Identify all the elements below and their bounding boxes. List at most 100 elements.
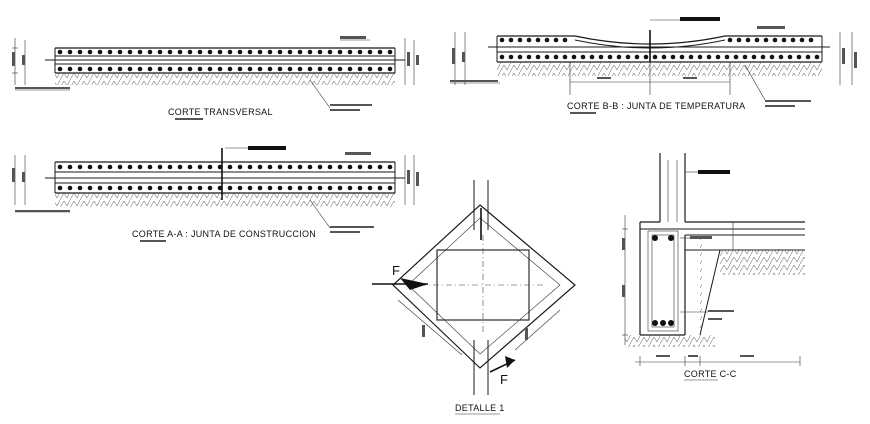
rebar-dot [157,185,163,191]
rebar-dot [347,49,353,55]
rebar-dot [277,164,283,170]
rebar-dot [544,54,550,60]
rebar-dot [147,49,153,55]
rebar-dot [197,185,203,191]
rebar-dot [247,185,253,191]
rebar-dot [87,164,93,170]
rebar-dot [508,37,514,43]
rebar-dot [679,54,685,60]
rebar-dot [781,37,787,43]
rebar-dot [107,66,113,72]
rebar-dot [616,54,622,60]
rebar-dot [227,185,233,191]
rebar-dot [107,164,113,170]
rebar-dot [387,49,393,55]
section-corte-transversal: CORTE TRANSVERSAL [12,36,419,120]
rebar-dot [808,37,814,43]
rebar-dot [317,66,323,72]
rebar-row-top [57,164,393,170]
rebar-dot [157,66,163,72]
rebar-dot [814,54,820,60]
rebar-dot [77,49,83,55]
rebar-dot [327,185,333,191]
rebar-dot [77,185,83,191]
rebar-dot [553,37,559,43]
rebar-dot [307,66,313,72]
rebar-dot [267,49,273,55]
rebar-dot [177,185,183,191]
rebar-dot [727,37,733,43]
rebar-dot [327,66,333,72]
rebar-dot [347,185,353,191]
rebar-dot [127,66,133,72]
rebar-dot [277,185,283,191]
rebar-dot [67,49,73,55]
rebar-dot [147,164,153,170]
rebar-dot [787,54,793,60]
rebar-dot [772,37,778,43]
rebar-dot [367,49,373,55]
rebar-dot [217,185,223,191]
rebar-dot [589,54,595,60]
rebar-dot [367,164,373,170]
rebar-dot [297,66,303,72]
section-corte-aa: CORTE A-A : JUNTA DE CONSTRUCCION [12,146,419,242]
rebar-dot [287,66,293,72]
rebar-dot [317,164,323,170]
rebar-dot [87,49,93,55]
rebar-dot [127,49,133,55]
section-corte-cc: CORTE C-C [622,153,805,381]
rebar-dot [247,49,253,55]
rebar-dot [799,37,805,43]
rebar-dot [127,164,133,170]
rebar-dot [517,37,523,43]
rebar-row-bottom [57,185,393,191]
rebar-dot [187,185,193,191]
rebar-dot [137,66,143,72]
rebar-dot [763,37,769,43]
rebar-dot [167,185,173,191]
label-corte-cc: CORTE C-C [684,369,737,379]
rebar-dot [733,54,739,60]
rebar-dot [107,185,113,191]
rebar-dot [267,66,273,72]
rebar-dot [661,54,667,60]
rebar-dot [117,49,123,55]
rebar-dot [357,164,363,170]
rebar-dot [237,66,243,72]
rebar-dot [760,54,766,60]
rebar-dot [187,66,193,72]
rebar-dot [508,54,514,60]
rebar-dot [754,37,760,43]
rebar-dot [571,54,577,60]
rebar-dot [769,54,775,60]
rebar-dot [217,49,223,55]
rebar-dot [367,185,373,191]
rebar-dot [247,164,253,170]
rebar-dot [742,54,748,60]
rebar-dot [347,164,353,170]
rebar-dot [517,54,523,60]
rebar-dot [207,66,213,72]
rebar-dot [652,54,658,60]
rebar-dot [625,54,631,60]
rebar-dot [337,66,343,72]
rebar-dot [147,185,153,191]
rebar-dot [177,49,183,55]
rebar-dot [177,66,183,72]
rebar-dot [634,54,640,60]
rebar-dot [337,49,343,55]
rebar-dot [796,54,802,60]
rebar-dot [670,54,676,60]
rebar-dot [67,164,73,170]
rebar-dot [187,164,193,170]
rebar-dot [217,164,223,170]
rebar-dot [387,66,393,72]
rebar-dot [580,54,586,60]
rebar-dot [688,54,694,60]
rebar-dot [237,164,243,170]
rebar-dot [257,49,263,55]
rebar-dot [197,66,203,72]
rebar-dot [67,66,73,72]
